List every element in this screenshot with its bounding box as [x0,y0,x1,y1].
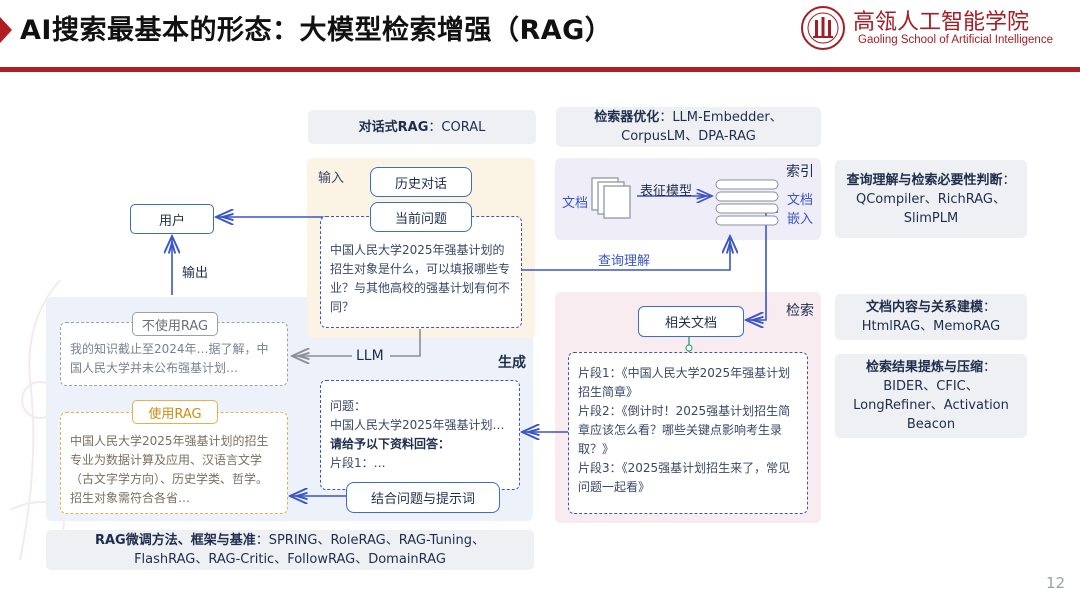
question-line: 中国人民大学2025年强基计划的 [330,243,505,257]
question-text: 中国人民大学2025年强基计划的 招生对象是什么，可以填报哪些专 业？与其他高校… [330,241,520,317]
current-question-label: 当前问题 [394,211,447,227]
snippet-line: 片段1：《中国人民大学2025年强基计划 [578,366,791,380]
generation-section-label: 生成 [498,355,526,371]
retriever-opt-text2: CorpusLM、DPA-RAG [621,129,756,144]
question-line: 业？与其他高校的强基计划有何不 [330,281,511,295]
query-understanding-label: 查询理解 [598,254,651,269]
prompt-line: 中国人民大学2025年强基计划… [330,418,505,432]
finetune-tag-bold: RAG微调方法、框架与基准 [94,533,256,548]
compress-tag: 检索结果提炼与压缩： BIDER、CFIC、 LongRefiner、Activ… [835,354,1027,438]
snippets-text: 片段1：《中国人民大学2025年强基计划 招生简章》 片段2：《倒计时！2025… [578,364,806,497]
use-rag-frame [60,412,288,514]
school-name-cn: 高瓴人工智能学院 [853,10,1030,35]
retriever-opt-tag: 检索器优化：LLM-Embedder、 CorpusLM、DPA-RAG [556,107,821,147]
compress-tag-text1: ： [983,360,997,375]
snippets-frame [568,352,808,514]
history-dialog-box: 历史对话 [370,167,472,197]
doc-model-tag-text1: ： [983,300,997,315]
current-question-box: 当前问题 [370,202,472,232]
combine-prompt-box: 结合问题与提示词 [346,482,500,513]
combine-prompt-label: 结合问题与提示词 [370,492,475,507]
user-label: 用户 [158,213,185,229]
user-box: 用户 [130,204,214,234]
coral-tag: 对话式RAG：CORAL [308,110,536,144]
index-section-label: 索引 [786,164,814,180]
finetune-tag-text2: FlashRAG、RAG-Critic、FollowRAG、DomainRAG [134,552,446,567]
prompt-line: 请给予以下资料回答： [330,437,451,451]
model-label: 表征模型 [640,184,693,199]
snippet-line: 取？》 [578,442,615,456]
embed-label-2: 嵌入 [787,212,814,227]
coral-tag-bold: 对话式RAG [358,119,429,135]
question-line: 同？ [330,300,355,314]
output-label: 输出 [182,266,209,281]
compress-tag-text2: BIDER、CFIC、 [883,379,979,394]
retrieval-section-label: 检索 [786,303,814,319]
no-rag-line: 我的知识截止至2024年…据了解，中 [70,342,269,356]
use-rag-text: 中国人民大学2025年强基计划的招生 专业为数据计算及应用、汉语言文学 （古文字… [70,432,286,508]
embedding-stack-icon [715,179,779,226]
retriever-opt-text1: ：LLM-Embedder、 [659,110,783,125]
use-rag-line: （古文字学方向）、历史学类、哲学。 [70,472,269,486]
snippet-line: 章应该怎么看？哪些关键点影响考生录 [578,423,783,437]
query-tag-text3: SlimPLM [903,210,959,226]
no-rag-label: 不使用RAG [141,318,209,334]
snippet-line: 片段3：《2025强基计划招生来了，常见 [578,461,791,475]
slide-title: AI搜索最基本的形态：大模型检索增强（RAG） [20,15,613,46]
use-rag-badge: 使用RAG [132,400,218,424]
finetune-tag-text1: ：SPRING、RoleRAG、RAG-Tuning、 [255,533,486,548]
use-rag-line: 招生对象需符合各省… [70,491,191,505]
related-docs-label: 相关文档 [664,316,717,331]
no-rag-text: 我的知识截止至2024年…据了解，中 国人民大学并未公布强基计划… [70,340,284,378]
retriever-opt-bold: 检索器优化 [594,110,660,125]
history-dialog-label: 历史对话 [394,176,447,192]
compress-tag-text4: Beacon [906,417,956,432]
coral-tag-text: ：CORAL [428,119,486,135]
query-tag-text1: ： [1002,172,1016,188]
query-tag-text2: QCompiler、RichRAG、 [855,191,1007,207]
doc-model-tag-text2: HtmlRAG、MemoRAG [861,319,1001,334]
prompt-text: 问题： 中国人民大学2025年强基计划… 请给予以下资料回答： 片段1：… [330,397,518,473]
doc-label: 文档 [562,196,589,211]
page-number: 12 [1046,574,1066,589]
prompt-line: 问题： [330,399,367,413]
use-rag-label: 使用RAG [148,406,202,422]
snippet-line: 片段2：《倒计时！2025强基计划招生简 [578,404,791,418]
finetune-tag: RAG微调方法、框架与基准：SPRING、RoleRAG、RAG-Tuning、… [46,530,534,570]
related-docs-box: 相关文档 [638,306,744,337]
prompt-line: 片段1：… [330,456,386,470]
header-bar [0,67,1080,72]
query-tag-bold: 查询理解与检索必要性判断 [846,172,1003,188]
compress-tag-text3: LongRefiner、Activation [853,398,1009,413]
prompt-frame [320,380,520,490]
snippet-line: 招生简章》 [578,385,639,399]
llm-label: LLM [356,348,384,364]
snippet-line: 问题一起看》 [578,480,651,494]
input-section-label: 输入 [318,171,345,186]
doc-model-tag-bold: 文档内容与关系建模 [865,300,983,315]
query-tag: 查询理解与检索必要性判断： QCompiler、RichRAG、 SlimPLM [835,160,1027,238]
question-line: 招生对象是什么，可以填报哪些专 [330,262,511,276]
no-rag-line: 国人民大学并未公布强基计划… [70,361,239,375]
document-stack-icon [591,177,631,219]
no-rag-badge: 不使用RAG [132,312,218,336]
use-rag-line: 中国人民大学2025年强基计划的招生 [70,434,269,448]
embed-label-1: 文档 [787,193,814,208]
use-rag-line: 专业为数据计算及应用、汉语言文学 [70,453,263,467]
title-marker [0,17,12,43]
compress-tag-bold: 检索结果提炼与压缩 [865,360,983,375]
school-logo-icon [801,6,845,50]
doc-model-tag: 文档内容与关系建模： HtmlRAG、MemoRAG [835,294,1027,340]
school-name-en: Gaoling School of Artificial Intelligenc… [858,34,1053,46]
